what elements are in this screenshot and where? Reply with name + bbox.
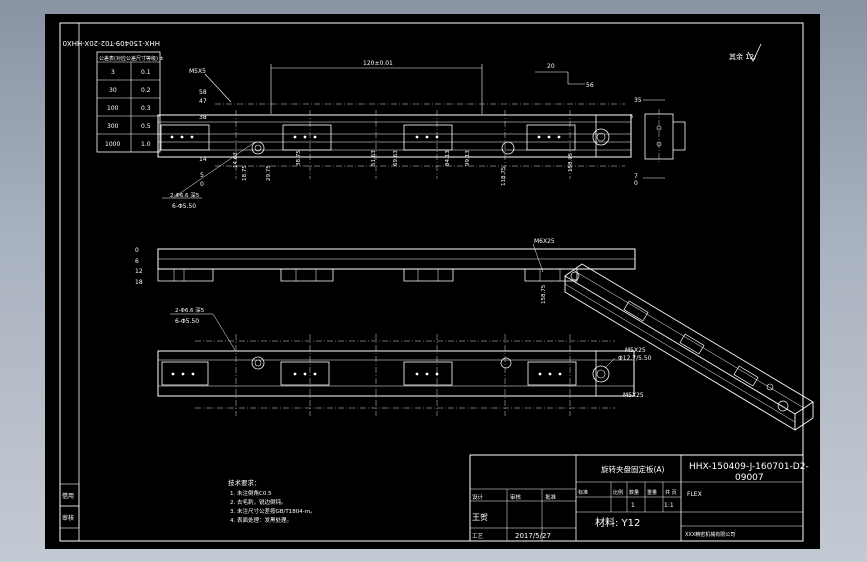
hole-note-top-2: 6-Φ5.50 — [172, 203, 196, 210]
dim-5: 5 — [200, 172, 204, 179]
quantity-value: 1 — [631, 502, 635, 509]
label-std: 标准 — [578, 489, 588, 496]
dim-14: 14 — [199, 156, 207, 163]
title-block: 旋转夹盘固定板(A) HHX-150409-J-160701-D2- 09007… — [469, 454, 809, 542]
roughness-symbol: 其余 12/ — [729, 43, 762, 62]
elev-18: 18 — [135, 279, 143, 286]
tol-size-1: 3 — [111, 69, 115, 76]
notes-title: 技术要求： — [228, 478, 261, 487]
tol-size-5: 1000 — [105, 141, 120, 148]
scale-value: 1:1 — [664, 502, 674, 509]
vdim-1: 14.63 — [233, 152, 239, 168]
tol-size-4: 300 — [107, 123, 119, 130]
label-check: 审核 — [510, 493, 522, 501]
note-line-4: 4. 表面处理：发黑处理。 — [230, 516, 292, 524]
vdim-10: 158.75 — [568, 152, 574, 172]
thread-note-right: M5X25 — [625, 347, 646, 354]
tol-size-2: 30 — [109, 87, 117, 94]
flex-label: FLEX — [687, 491, 702, 498]
isometric-view — [564, 263, 814, 431]
vdim-7: 84.13 — [445, 150, 451, 166]
dim-56: 56 — [586, 82, 594, 89]
vdim-9: 118.75 — [501, 166, 507, 186]
hole-note-bottom: 2-Φ6.6 深5 — [175, 306, 205, 314]
thread-note-right-2: M5X25 — [623, 392, 644, 399]
rotated-code: HHX-150409-T02-20X-HHX0 — [63, 39, 160, 47]
drawing-number-2: 09007 — [735, 473, 764, 483]
drawing-number-1: HHX-150409-J-160701-D2- — [689, 462, 809, 472]
left-margin-2: 审核 — [62, 514, 74, 522]
dim-38: 38 — [199, 114, 207, 121]
label-weight: 重量 — [647, 489, 657, 496]
hole-note-bottom-2: 6-Φ5.50 — [175, 318, 199, 325]
vdim-3: 29.75 — [266, 165, 272, 181]
tol-size-3: 100 — [107, 105, 119, 112]
vdim-2: 18.75 — [242, 165, 248, 181]
designer-name: 王贺 — [472, 512, 488, 522]
dim-58: 58 — [199, 89, 207, 96]
elev-6: 6 — [135, 258, 139, 265]
elev-0: 0 — [135, 247, 139, 254]
hole-note-right: Φ12.7/5.50 — [618, 355, 652, 362]
thread-note: M6X25 — [534, 238, 555, 245]
bottom-view: 2-Φ6.6 深5 6-Φ5.50 — [157, 306, 652, 416]
label-proc: 工艺 — [472, 533, 484, 540]
note-line-3: 3. 未注尺寸公差按GB/T1804-m。 — [230, 507, 316, 515]
dim-0-right: 0 — [634, 180, 638, 187]
company-name: XXX精密机械有限公司 — [685, 531, 735, 538]
dim-47: 47 — [199, 98, 207, 105]
front-view: 0 6 12 18 M6X25 158.75 — [135, 238, 636, 304]
left-margin-1: 借用 — [62, 492, 74, 500]
dim-7: 7 — [634, 173, 638, 180]
tol-val-1: 0.1 — [141, 69, 151, 76]
note-line-1: 1. 未注倒角C0.5 — [230, 489, 272, 497]
vdim-6: 69.63 — [393, 150, 399, 166]
technical-notes: 技术要求： 1. 未注倒角C0.5 2. 去毛刺，锐边倒钝。 3. 未注尺寸公差… — [228, 478, 316, 524]
elev-12: 12 — [135, 268, 143, 275]
dim-right-5: 5 — [630, 114, 633, 120]
label-approve: 批准 — [545, 493, 557, 501]
tol-val-3: 0.3 — [141, 105, 151, 112]
top-view: M5X5 120±0.01 20 56 58 47 38 14 5 0 — [157, 60, 686, 210]
vdim-5: 51.63 — [371, 150, 377, 166]
drawing-sheet[interactable]: HHX-150409-T02-20X-HHX0 公差表(对应公差尺寸等级) ± … — [45, 14, 820, 549]
drawing-canvas: HHX-150409-T02-20X-HHX0 公差表(对应公差尺寸等级) ± … — [59, 22, 814, 542]
hole-note-top: 2-Φ6.6 深5 — [170, 191, 200, 199]
dim-top-span: 120±0.01 — [363, 60, 393, 67]
material: 材料: Y12 — [595, 516, 640, 529]
tolerance-header: 公差表(对应公差尺寸等级) ± — [99, 55, 164, 62]
vdim-4: 38.75 — [296, 150, 302, 166]
left-margin-boxes: 借用 审核 — [59, 483, 80, 529]
inner-border — [59, 22, 804, 542]
tol-val-5: 1.0 — [141, 141, 151, 148]
part-name: 旋转夹盘固定板(A) — [601, 464, 665, 474]
surface-note: M5X5 — [189, 68, 206, 75]
dim-small-span: 20 — [547, 63, 555, 70]
label-design: 设计 — [472, 493, 484, 501]
vdim-8: 99.13 — [465, 150, 471, 166]
roughness-text: 其余 12/ — [729, 52, 757, 61]
tol-val-4: 0.5 — [141, 123, 151, 130]
label-scale: 比例 — [613, 489, 623, 496]
tol-val-2: 0.2 — [141, 87, 151, 94]
label-sheet: 共 页 — [665, 489, 677, 496]
front-vdim: 158.75 — [541, 284, 547, 304]
note-line-2: 2. 去毛刺，锐边倒钝。 — [230, 498, 287, 506]
tolerance-table: 公差表(对应公差尺寸等级) ± 3 0.1 30 0.2 100 0.3 300… — [96, 51, 164, 153]
drawing-date: 2017/5/27 — [515, 532, 551, 540]
dim-0: 0 — [200, 181, 204, 188]
label-qty: 数量 — [629, 489, 639, 496]
dim-35: 35 — [634, 97, 642, 104]
